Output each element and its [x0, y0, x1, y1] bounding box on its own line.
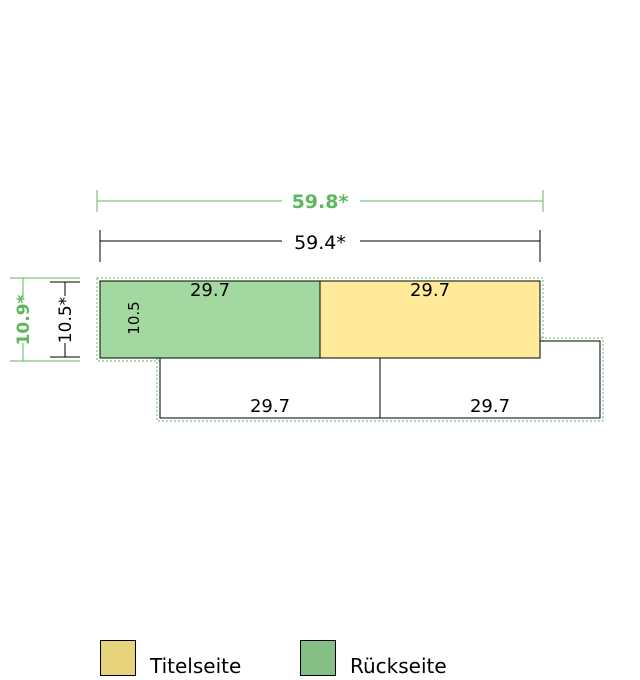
bottom-sheet-outline [156, 337, 604, 422]
title-panel [319, 280, 541, 359]
inner-width-dimension: 59.4* [99, 230, 541, 262]
lower-left-width-label: 29.7 [250, 396, 290, 417]
back-panel-height-label: 10.5 [125, 301, 143, 334]
inner-height-label: 10.5* [56, 297, 76, 343]
outer-height-label: 10.9* [14, 294, 34, 345]
legend-back-label: Rückseite [350, 654, 447, 678]
back-panel-width-label: 29.7 [190, 280, 230, 301]
outer-height-dimension: 10.9* [10, 277, 80, 362]
legend-title-label: Titelseite [150, 654, 242, 678]
legend-title-swatch [100, 640, 136, 676]
outer-width-dimension: 59.8* [96, 190, 544, 213]
inner-width-label: 59.4* [294, 232, 346, 254]
legend-back-swatch [300, 640, 336, 676]
outer-width-label: 59.8* [292, 191, 349, 213]
back-panel [99, 280, 321, 359]
lower-right-width-label: 29.7 [470, 396, 510, 417]
title-panel-width-label: 29.7 [410, 280, 450, 301]
inner-height-dimension: 10.5* [50, 281, 80, 358]
